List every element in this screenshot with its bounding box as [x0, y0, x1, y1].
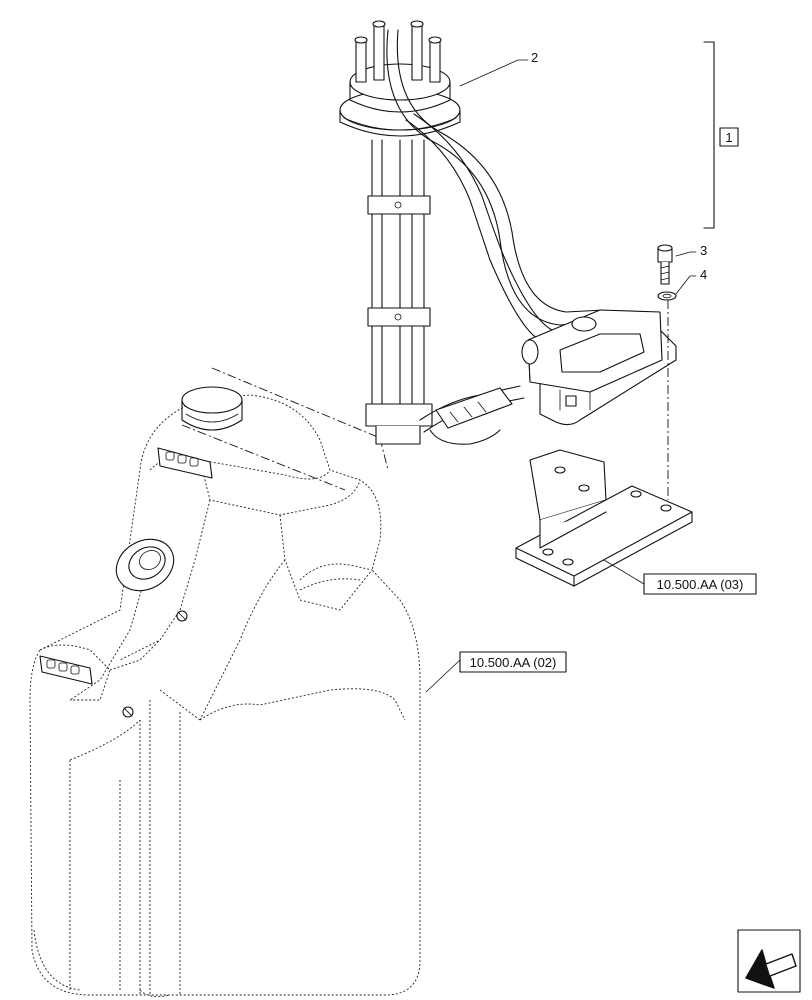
reference-bracket-label: 10.500.AA (03) — [657, 577, 744, 592]
tank-screw-1 — [176, 610, 188, 622]
control-module — [521, 309, 677, 426]
mounting-bracket — [515, 449, 693, 587]
def-tank — [29, 394, 421, 998]
callout-3-label: 3 — [700, 243, 707, 258]
level-sensor — [339, 20, 461, 445]
sensor-harness — [419, 385, 525, 445]
sensor-hoses — [386, 29, 605, 341]
tank-screw-2 — [122, 706, 134, 718]
reference-tank-label: 10.500.AA (02) — [470, 655, 557, 670]
tank-connector-lower — [39, 655, 93, 685]
callout-4-label: 4 — [700, 267, 707, 282]
reference-bracket: 10.500.AA (03) — [603, 559, 757, 595]
callout-2: 2 — [459, 50, 538, 87]
tank-connector-upper — [157, 447, 213, 479]
assembly-centerline-cap — [181, 367, 389, 491]
bolt: 3 — [657, 243, 707, 285]
tank-filler-cap — [181, 386, 243, 431]
tank-side-port — [115, 538, 175, 592]
callout-2-label: 2 — [531, 50, 538, 65]
arrow-icon — [737, 929, 801, 993]
reference-tank: 10.500.AA (02) — [425, 651, 567, 693]
assembly-bracket-1: 1 — [703, 41, 739, 229]
washer: 4 — [657, 267, 707, 301]
callout-1-label: 1 — [725, 130, 732, 145]
